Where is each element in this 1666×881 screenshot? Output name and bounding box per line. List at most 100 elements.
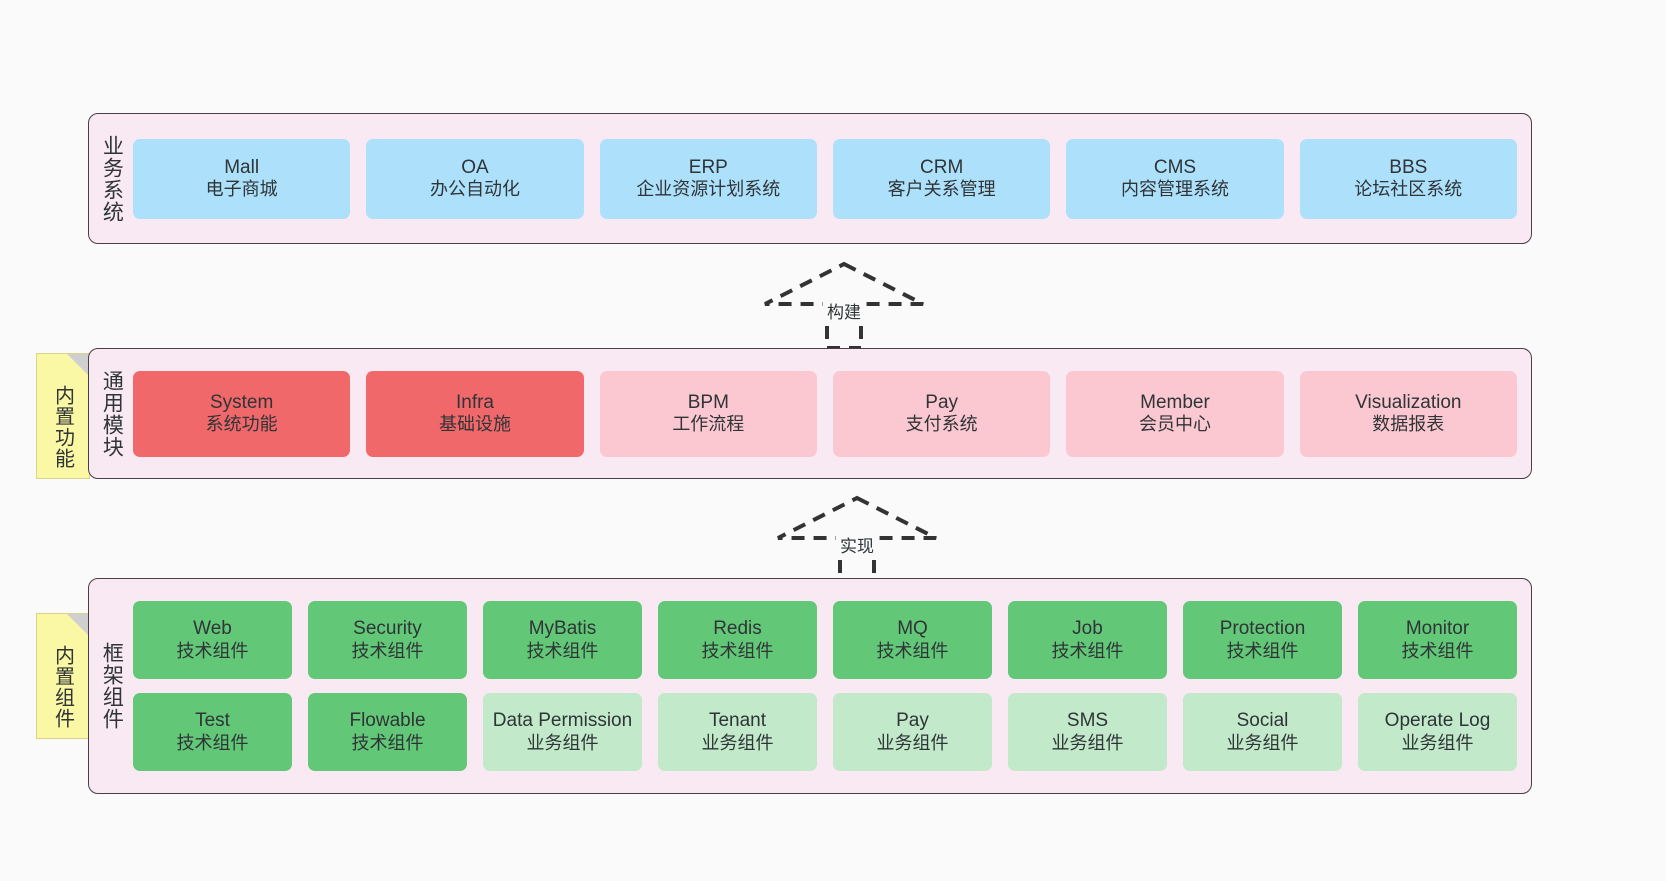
node-subtitle: 办公自动化: [429, 179, 520, 200]
node-title: Web: [193, 618, 232, 640]
arrow-implement-label: 实现: [836, 532, 878, 557]
layer-body-common-modules: System 系统功能 Infra 基础设施 BPM 工作流程 Pay 支付系统: [133, 349, 1531, 478]
note-builtin-components: 内置组件: [36, 613, 90, 739]
node-system[interactable]: System 系统功能: [133, 370, 351, 457]
node-row: System 系统功能 Infra 基础设施 BPM 工作流程 Pay 支付系统: [133, 370, 1517, 457]
node-title: System: [209, 391, 274, 413]
layer-title-business-systems: 业务系统: [100, 134, 124, 223]
arrow-implement: 实现: [772, 492, 942, 584]
node-subtitle: 业务组件: [1401, 732, 1474, 753]
node-title: Operate Log: [1384, 710, 1491, 732]
node-title: MQ: [897, 618, 928, 640]
node-subtitle: 技术组件: [1401, 640, 1474, 661]
node-subtitle: 论坛社区系统: [1354, 179, 1463, 200]
node-subtitle: 系统功能: [205, 414, 278, 435]
note-builtin-features: 内置功能: [36, 353, 90, 479]
node-redis[interactable]: Redis 技术组件: [658, 601, 817, 679]
node-subtitle: 业务组件: [876, 732, 949, 753]
node-title: Pay: [925, 391, 959, 413]
node-title: Tenant: [708, 710, 767, 732]
node-subtitle: 企业资源计划系统: [636, 179, 781, 200]
node-test[interactable]: Test 技术组件: [133, 693, 292, 771]
layer-title-common-modules: 通用模块: [100, 369, 124, 458]
node-tenant[interactable]: Tenant 业务组件: [658, 693, 817, 771]
node-row: Test 技术组件 Flowable 技术组件 Data Permission …: [133, 693, 1517, 771]
node-title: OA: [461, 156, 489, 178]
node-pay-component[interactable]: Pay 业务组件: [833, 693, 992, 771]
node-subtitle: 技术组件: [876, 640, 949, 661]
node-subtitle: 业务组件: [1051, 732, 1124, 753]
node-title: Protection: [1219, 618, 1306, 640]
node-mall[interactable]: Mall 电子商城: [133, 138, 351, 219]
node-security[interactable]: Security 技术组件: [308, 601, 467, 679]
node-subtitle: 基础设施: [438, 414, 511, 435]
node-sms[interactable]: SMS 业务组件: [1008, 693, 1167, 771]
node-bbs[interactable]: BBS 论坛社区系统: [1299, 138, 1517, 219]
node-subtitle: 技术组件: [1051, 640, 1124, 661]
node-title: Monitor: [1405, 618, 1470, 640]
node-erp[interactable]: ERP 企业资源计划系统: [599, 138, 817, 219]
node-subtitle: 业务组件: [701, 732, 774, 753]
node-title: BBS: [1389, 156, 1428, 178]
node-title: Social: [1236, 710, 1289, 732]
node-title: CRM: [920, 156, 964, 178]
node-subtitle: 会员中心: [1138, 414, 1211, 435]
node-subtitle: 技术组件: [176, 732, 249, 753]
node-subtitle: 技术组件: [351, 640, 424, 661]
node-title: Data Permission: [492, 710, 633, 732]
node-subtitle: 技术组件: [701, 640, 774, 661]
node-title: Test: [195, 710, 230, 732]
node-title: Pay: [896, 710, 929, 732]
node-protection[interactable]: Protection 技术组件: [1183, 601, 1342, 679]
layer-business-systems: 业务系统 Mall 电子商城 OA 办公自动化 ERP 企业资源计划系统: [88, 113, 1532, 244]
node-subtitle: 业务组件: [526, 732, 599, 753]
node-subtitle: 客户关系管理: [887, 179, 996, 200]
layer-title-framework-components: 框架组件: [100, 642, 124, 730]
node-mq[interactable]: MQ 技术组件: [833, 601, 992, 679]
node-pay[interactable]: Pay 支付系统: [832, 370, 1051, 457]
node-title: Flowable: [349, 710, 426, 732]
node-bpm[interactable]: BPM 工作流程: [599, 370, 817, 457]
node-subtitle: 电子商城: [205, 179, 278, 200]
node-oa[interactable]: OA 办公自动化: [366, 138, 584, 219]
layer-framework-components: 框架组件 Web 技术组件 Security 技术组件 MyBatis 技术组件: [88, 578, 1532, 794]
node-row: Mall 电子商城 OA 办公自动化 ERP 企业资源计划系统 CRM 客户关系…: [133, 138, 1517, 219]
node-subtitle: 内容管理系统: [1120, 179, 1229, 200]
node-subtitle: 工作流程: [672, 414, 745, 435]
node-crm[interactable]: CRM 客户关系管理: [832, 138, 1051, 219]
layer-body-framework-components: Web 技术组件 Security 技术组件 MyBatis 技术组件 Redi…: [133, 579, 1531, 793]
node-title: SMS: [1066, 710, 1109, 732]
node-mybatis[interactable]: MyBatis 技术组件: [483, 601, 642, 679]
node-flowable[interactable]: Flowable 技术组件: [308, 693, 467, 771]
node-title: Job: [1072, 618, 1103, 640]
node-title: ERP: [688, 156, 728, 178]
node-subtitle: 技术组件: [1226, 640, 1299, 661]
node-web[interactable]: Web 技术组件: [133, 601, 292, 679]
node-title: BPM: [687, 391, 729, 413]
node-cms[interactable]: CMS 内容管理系统: [1066, 138, 1284, 219]
node-row: Web 技术组件 Security 技术组件 MyBatis 技术组件 Redi…: [133, 601, 1517, 679]
node-title: Redis: [713, 618, 762, 640]
node-job[interactable]: Job 技术组件: [1008, 601, 1167, 679]
node-visualization[interactable]: Visualization 数据报表: [1299, 370, 1517, 457]
node-subtitle: 技术组件: [176, 640, 249, 661]
node-title: Member: [1140, 391, 1210, 413]
node-title: Visualization: [1355, 391, 1462, 413]
node-data-permission[interactable]: Data Permission 业务组件: [483, 693, 642, 771]
node-subtitle: 技术组件: [526, 640, 599, 661]
node-monitor[interactable]: Monitor 技术组件: [1358, 601, 1517, 679]
node-title: Infra: [455, 391, 494, 413]
node-subtitle: 业务组件: [1226, 732, 1299, 753]
node-member[interactable]: Member 会员中心: [1066, 370, 1284, 457]
node-subtitle: 支付系统: [905, 414, 978, 435]
arrow-build-label: 构建: [823, 298, 865, 323]
layer-body-business-systems: Mall 电子商城 OA 办公自动化 ERP 企业资源计划系统 CRM 客户关系…: [133, 114, 1531, 243]
node-infra[interactable]: Infra 基础设施: [366, 370, 584, 457]
node-subtitle: 数据报表: [1372, 414, 1445, 435]
note-label: 内置组件: [51, 645, 74, 729]
node-title: MyBatis: [528, 618, 597, 640]
layer-common-modules: 通用模块 System 系统功能 Infra 基础设施 BPM 工作流程: [88, 348, 1532, 479]
node-social[interactable]: Social 业务组件: [1183, 693, 1342, 771]
node-operate-log[interactable]: Operate Log 业务组件: [1358, 693, 1517, 771]
